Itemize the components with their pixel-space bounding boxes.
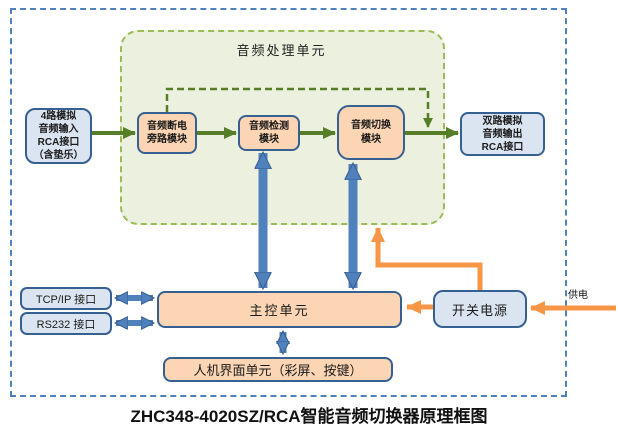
power-in-label: 供电 [568,290,588,301]
diagram-caption: ZHC348-4020SZ/RCA智能音频切换器原理框图 [130,407,488,426]
tcpip-port-label: TCP/IP 接口 [35,293,97,306]
rs232-port-label: RS232 接口 [36,318,96,331]
rs232-port-node: RS232 接口 [20,312,112,335]
psu-label: 开关电源 [451,302,508,318]
detect-module-node: 音频检测 模块 [238,115,300,151]
audio-input-label: 4路模拟 音频输入 RCA接口 （含垫乐） [33,111,84,161]
detect-module-label: 音频检测 模块 [249,121,289,145]
audio-output-label: 双路模拟 音频输出 RCA接口 [481,115,524,153]
switch-module-node: 音频切换 模块 [337,105,405,160]
tcpip-port-node: TCP/IP 接口 [20,287,112,310]
audio-output-node: 双路模拟 音频输出 RCA接口 [460,112,545,156]
psu-node: 开关电源 [433,290,527,328]
bypass-module-label: 音频断电 旁路模块 [147,121,187,145]
system-boundary [10,8,567,397]
audio-input-node: 4路模拟 音频输入 RCA接口 （含垫乐） [25,108,92,164]
switch-module-label: 音频切换 模块 [351,119,391,145]
main-control-label: 主控单元 [249,303,310,318]
hmi-node: 人机界面单元（彩屏、按键） [163,357,393,382]
bypass-module-node: 音频断电 旁路模块 [137,112,197,154]
main-control-node: 主控单元 [157,291,402,328]
processing-unit-title: 音频处理单元 [236,43,327,58]
hmi-label: 人机界面单元（彩屏、按键） [193,363,363,378]
